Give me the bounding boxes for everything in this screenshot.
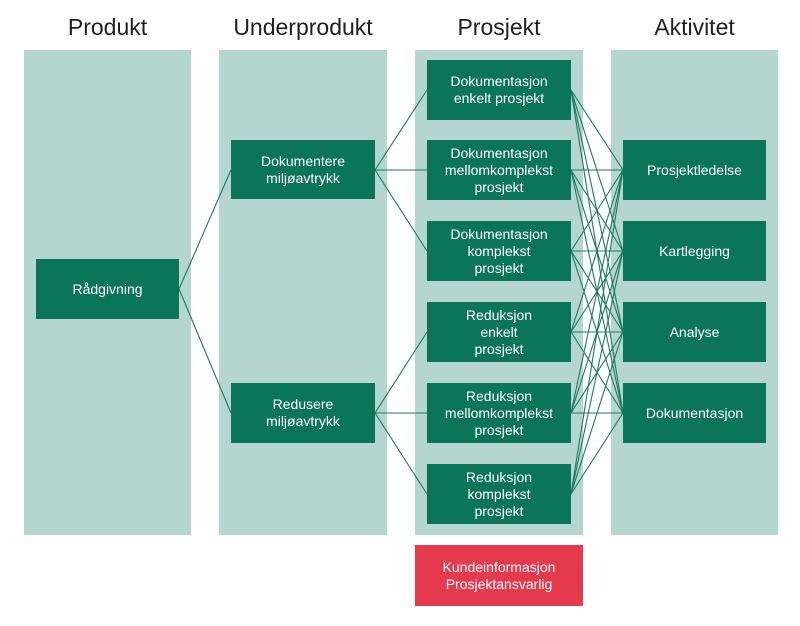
column-bg-prosjekt — [415, 50, 583, 535]
info-box-kundeinformasjon: Kundeinformasjon Prosjektansvarlig — [415, 545, 583, 606]
node-dokumentere-miljoavtrykk: Dokumentere miljøavtrykk — [231, 140, 375, 199]
column-title-aktivitet: Aktivitet — [654, 14, 735, 40]
node-redusere-miljoavtrykk: Redusere miljøavtrykk — [231, 383, 375, 443]
node-kartlegging: Kartlegging — [623, 221, 766, 281]
column-title-underprodukt: Underprodukt — [233, 14, 373, 40]
node-dokumentasjon-enkelt-prosjekt: Dokumentasjon enkelt prosjekt — [427, 60, 571, 120]
node-reduksjon-komplekst-prosjekt: Reduksjon komplekst prosjekt — [427, 464, 571, 524]
node-reduksjon-mellomkomplekst-prosjekt: Reduksjon mellomkomplekst prosjekt — [427, 383, 571, 443]
column-bg-aktivitet — [611, 50, 778, 535]
node-dokumentasjon-mellomkomplekst-prosjekt: Dokumentasjon mellomkomplekst prosjekt — [427, 140, 571, 200]
node-dokumentasjon-komplekst-prosjekt: Dokumentasjon komplekst prosjekt — [427, 221, 571, 281]
node-radgivning: Rådgivning — [36, 259, 179, 319]
node-reduksjon-enkelt-prosjekt: Reduksjon enkelt prosjekt — [427, 302, 571, 362]
node-dokumentasjon: Dokumentasjon — [623, 383, 766, 443]
column-title-produkt: Produkt — [67, 14, 148, 40]
node-analyse: Analyse — [623, 302, 766, 362]
column-bg-underprodukt — [219, 50, 387, 535]
node-prosjektledelse: Prosjektledelse — [623, 140, 766, 200]
column-title-prosjekt: Prosjekt — [457, 14, 541, 40]
